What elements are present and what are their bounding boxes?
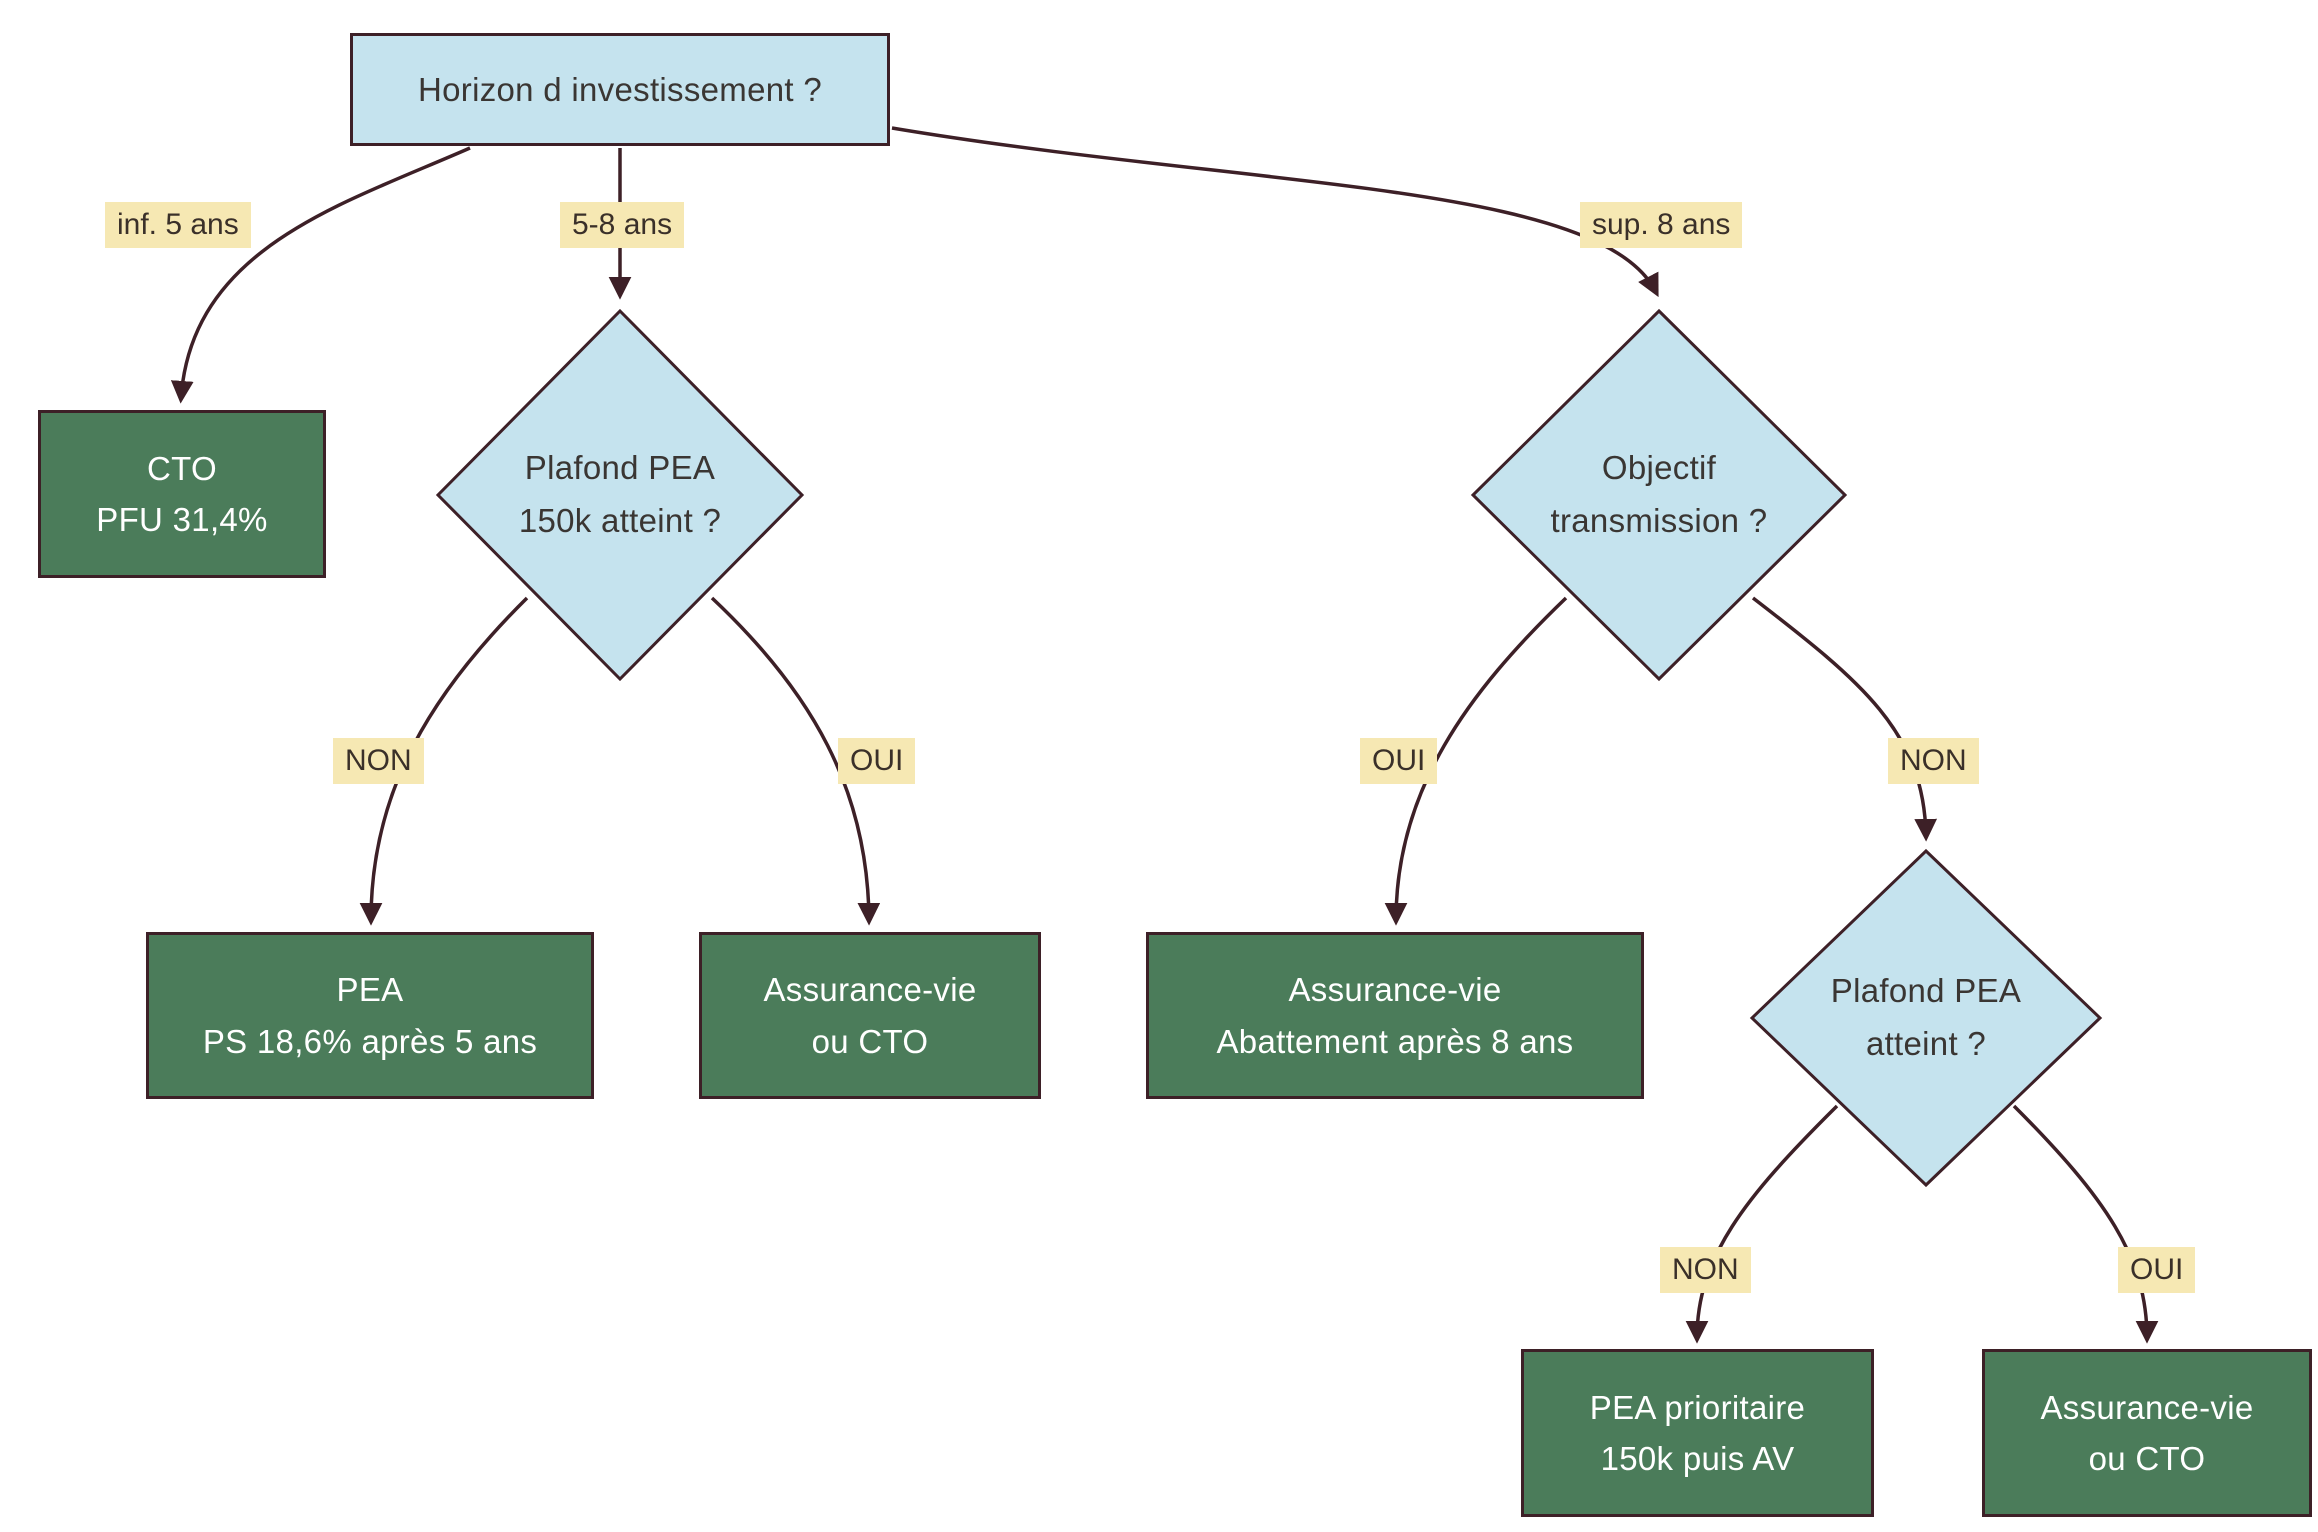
diamond-shape [435,308,805,682]
decision-objectif-transmission: Objectif transmission ? [1470,308,1848,682]
edge-label-plafond2-oui: OUI [2118,1247,2196,1293]
decision-plafond-pea-150k: Plafond PEA 150k atteint ? [435,308,805,682]
edge-root-to-objectif [891,126,1659,298]
decision-plafond2-line2: atteint ? [1865,1025,1987,1062]
diamond-shape [1470,308,1848,682]
node-assurance-vie-ou-cto-2: Assurance-vie ou CTO [1982,1349,2312,1517]
edge-plafond2-non-to-peaprioritaire [1685,1104,1839,1344]
edge-label-plafond2-non: NON [1660,1247,1751,1293]
node-horizon-label: Horizon d investissement ? [418,70,822,108]
node-avcto2-line1: Assurance-vie [2040,1388,2254,1426]
edge-label-plafond1-non: NON [333,738,424,784]
decision-objectif-line2: transmission ? [1550,502,1768,539]
node-avcto1-line2: ou CTO [811,1022,929,1060]
edge-objectif-oui-to-abattement [1384,596,1568,926]
branch-label-inf-5-ans: inf. 5 ans [105,202,251,248]
branch-label-5-8-ans: 5-8 ans [560,202,685,248]
decision-objectif-line1: Objectif [1601,449,1717,487]
node-pea-prioritaire: PEA prioritaire 150k puis AV [1521,1349,1874,1517]
node-pea-line2: PS 18,6% après 5 ans [202,1022,538,1060]
edge-plafond2-oui-to-avcto2 [2012,1104,2159,1344]
node-abattement-line1: Assurance-vie [1288,971,1502,1009]
node-assurance-vie-ou-cto-1: Assurance-vie ou CTO [699,932,1041,1099]
branch-label-sup-8-ans: sup. 8 ans [1580,202,1743,248]
node-assurance-vie-abattement: Assurance-vie Abattement après 8 ans [1146,932,1644,1099]
edge-label-plafond1-oui: OUI [838,738,916,784]
node-pea-line1: PEA [336,971,404,1009]
node-abattement-line2: Abattement après 8 ans [1216,1022,1574,1060]
decision-plafond2-line1: Plafond PEA [1830,972,2022,1010]
node-peaprio-line1: PEA prioritaire [1589,1388,1806,1426]
edge-label-objectif-oui: OUI [1360,738,1438,784]
edge-root-to-cto [170,146,471,404]
node-avcto1-line1: Assurance-vie [763,971,977,1009]
node-peaprio-line2: 150k puis AV [1600,1440,1795,1477]
node-horizon-investissement: Horizon d investissement ? [350,33,890,146]
node-cto-line2: PFU 31,4% [96,501,268,538]
node-cto: CTO PFU 31,4% [38,410,326,578]
edge-plafond1-oui-to-avcto1 [710,596,881,926]
decision-plafond1-line1: Plafond PEA [524,449,716,487]
decision-plafond-pea-2: Plafond PEA atteint ? [1749,848,2103,1188]
edge-label-objectif-non: NON [1888,738,1979,784]
decision-plafond1-line2: 150k atteint ? [518,502,722,539]
edge-objectif-non-to-plafond2 [1751,596,1938,842]
node-avcto2-line2: ou CTO [2088,1440,2206,1477]
node-pea: PEA PS 18,6% après 5 ans [146,932,594,1099]
diamond-shape [1749,848,2103,1188]
node-cto-line1: CTO [147,449,217,487]
